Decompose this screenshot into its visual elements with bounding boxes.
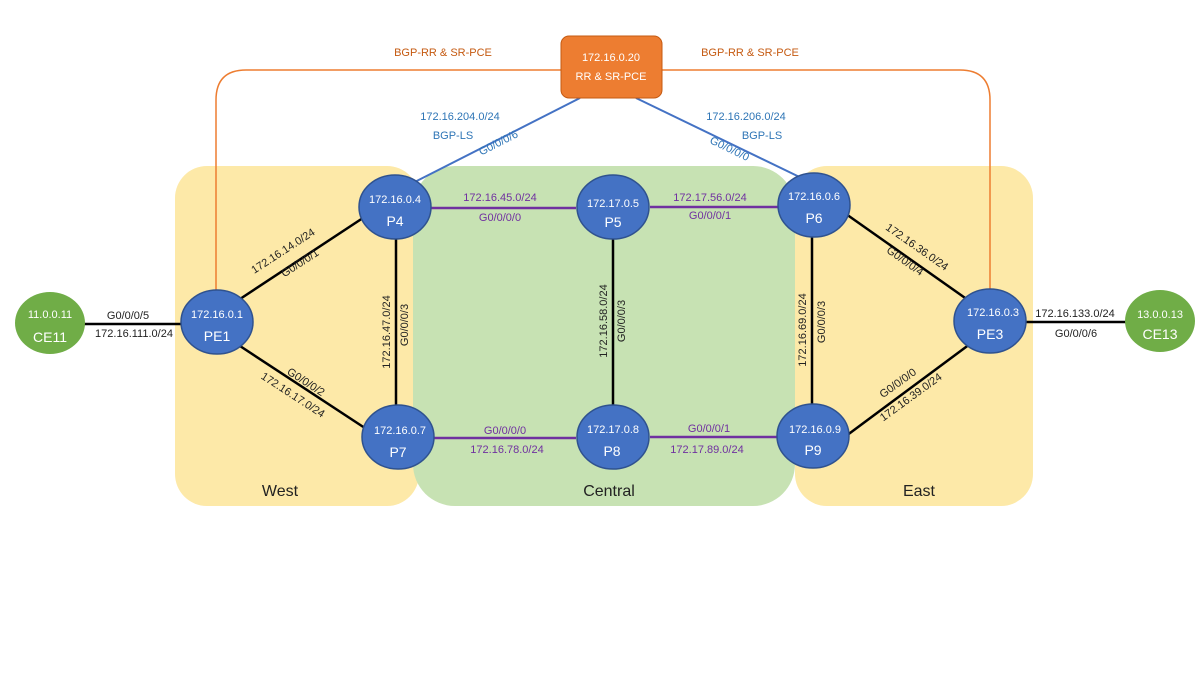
p8-node[interactable]: 172.17.0.8 P8 (576, 404, 650, 470)
ce11-ip: 11.0.0.11 (28, 309, 72, 321)
rr-name: RR & SR-PCE (576, 71, 647, 83)
label-p4-p5-subnet: 172.16.45.0/24 (463, 192, 536, 204)
p4-ip: 172.16.0.4 (369, 194, 421, 206)
p9-name: P9 (804, 442, 821, 458)
label-ls-left-if: G0/0/0/6 (477, 128, 520, 158)
ce13-ip: 13.0.0.13 (1137, 309, 1183, 321)
p4-name: P4 (386, 213, 403, 229)
label-ls-right-proto: BGP-LS (742, 130, 782, 142)
p7-name: P7 (389, 444, 406, 460)
pe3-ip: 172.16.0.3 (967, 307, 1019, 319)
pe1-name: PE1 (204, 328, 231, 344)
pe1-ip: 172.16.0.1 (191, 309, 243, 321)
p6-node[interactable]: 172.16.0.6 P6 (777, 172, 851, 238)
label-ls-left-proto: BGP-LS (433, 130, 473, 142)
pe1-node[interactable]: 172.16.0.1 PE1 (180, 289, 254, 355)
label-p6-p9-if: G0/0/0/3 (816, 301, 828, 343)
ce11-node[interactable]: 11.0.0.11 CE11 (15, 292, 85, 354)
zone-label-east: East (903, 483, 936, 500)
p5-ip: 172.17.0.5 (587, 198, 639, 210)
label-ls-left-subnet: 172.16.204.0/24 (420, 111, 500, 123)
p5-node[interactable]: 172.17.0.5 P5 (576, 174, 650, 240)
label-ls-right-subnet: 172.16.206.0/24 (706, 111, 786, 123)
rr-ip: 172.16.0.20 (582, 52, 640, 64)
pe3-name: PE3 (977, 326, 1004, 342)
bgp-rr-link-pe3 (660, 69, 991, 292)
p7-node[interactable]: 172.16.0.7 P7 (361, 404, 435, 470)
bgp-ls-link-p6 (635, 97, 815, 185)
p5-name: P5 (604, 214, 621, 230)
label-bgp-rr-right: BGP-RR & SR-PCE (701, 47, 799, 59)
zone-east (795, 166, 1033, 506)
label-p8-p9-subnet: 172.17.89.0/24 (670, 444, 743, 456)
label-p7-p8-if: G0/0/0/0 (484, 425, 526, 437)
p8-name: P8 (603, 443, 620, 459)
pe3-node[interactable]: 172.16.0.3 PE3 (953, 288, 1027, 354)
zone-label-west: West (262, 483, 299, 500)
zone-label-central: Central (583, 483, 635, 500)
label-pe3-ce13-subnet: 172.16.133.0/24 (1035, 308, 1115, 320)
p7-ip: 172.16.0.7 (374, 425, 426, 437)
zone-central (413, 166, 795, 506)
ce11-name: CE11 (33, 329, 67, 345)
link-p6-pe3 (845, 212, 969, 302)
label-p6-p9-subnet: 172.16.69.0/24 (797, 293, 809, 366)
label-p5-p8-subnet: 172.16.58.0/24 (598, 284, 610, 357)
label-p4-p7-if: G0/0/0/3 (399, 304, 411, 346)
p8-ip: 172.17.0.8 (587, 424, 639, 436)
bgp-ls-link-p4 (394, 97, 581, 193)
label-ce11-subnet: 172.16.111.0/24 (95, 328, 173, 340)
link-p9-pe3 (845, 342, 971, 438)
label-ce11-if: G0/0/0/5 (107, 310, 149, 322)
p9-node[interactable]: 172.16.0.9 P9 (776, 403, 850, 469)
label-p5-p6-if: G0/0/0/1 (689, 210, 731, 222)
ce13-node[interactable]: 13.0.0.13 CE13 (1125, 290, 1195, 352)
p9-ip: 172.16.0.9 (789, 424, 841, 436)
label-p4-p7-subnet: 172.16.47.0/24 (381, 295, 393, 368)
link-pe1-p4 (236, 210, 373, 303)
link-pe1-p7 (239, 344, 375, 436)
label-p8-p9-if: G0/0/0/1 (688, 423, 730, 435)
label-pe3-ce13-if: G0/0/0/6 (1055, 328, 1097, 340)
label-p5-p6-subnet: 172.17.56.0/24 (673, 192, 746, 204)
label-p5-p8-if: G0/0/0/3 (616, 300, 628, 342)
label-bgp-rr-left: BGP-RR & SR-PCE (394, 47, 492, 59)
ce13-name: CE13 (1142, 326, 1177, 342)
label-p7-p8-subnet: 172.16.78.0/24 (470, 444, 543, 456)
zone-west (175, 166, 419, 506)
rr-sr-pce-node[interactable]: 172.16.0.20 RR & SR-PCE (560, 35, 663, 99)
label-p4-p5-if: G0/0/0/0 (479, 212, 521, 224)
bgp-rr-link-pe1 (215, 69, 563, 296)
p4-node[interactable]: 172.16.0.4 P4 (358, 174, 432, 240)
p6-name: P6 (805, 210, 822, 226)
p6-ip: 172.16.0.6 (788, 191, 840, 203)
